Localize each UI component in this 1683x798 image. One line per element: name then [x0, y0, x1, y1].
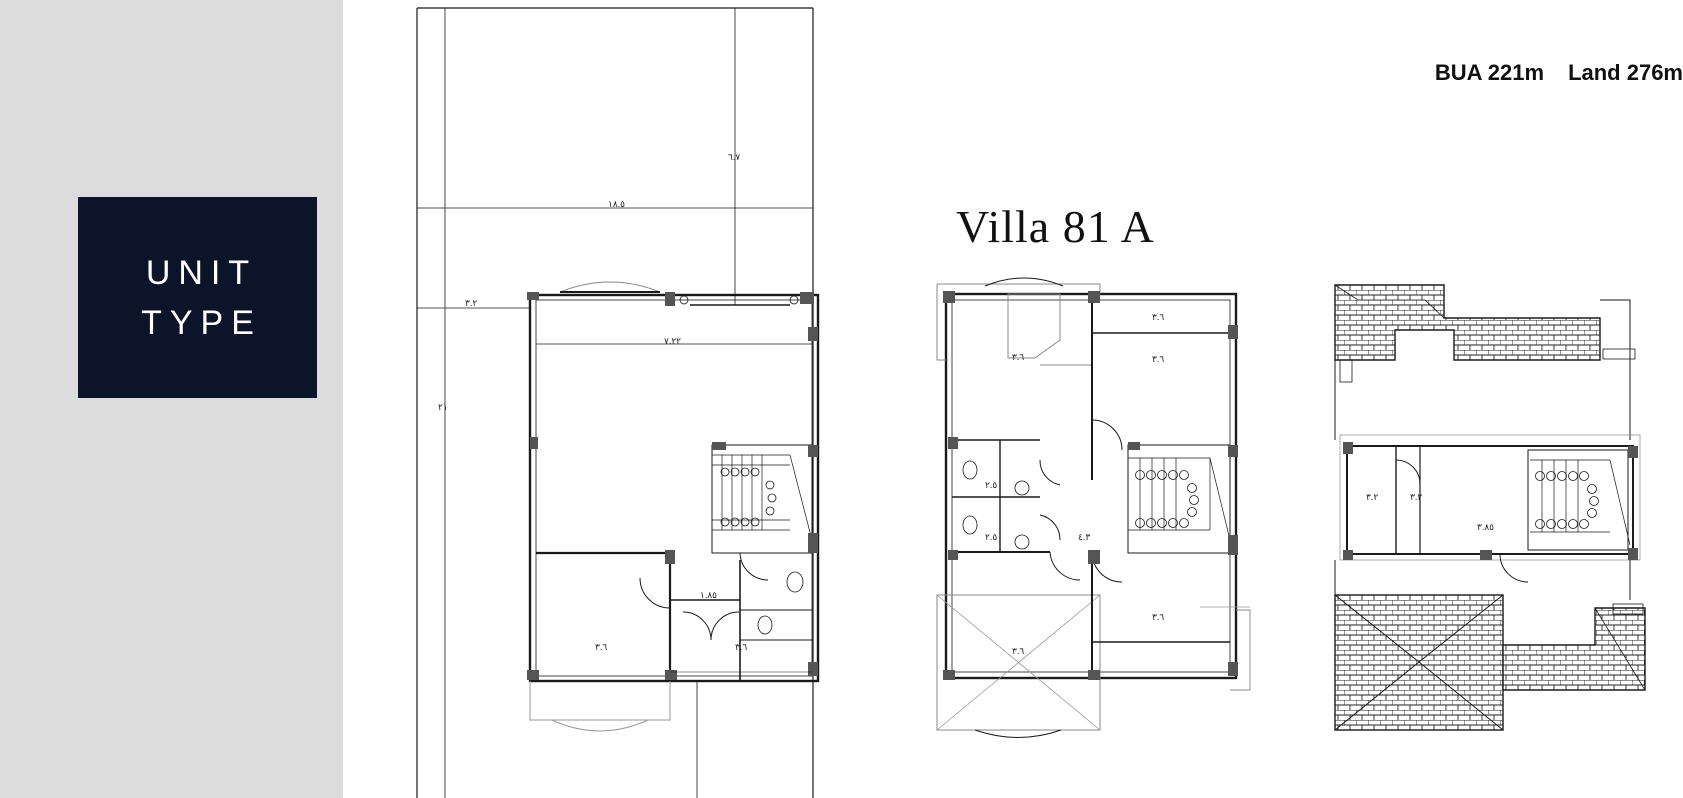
svg-text:٣.٦: ٣.٦ — [1152, 612, 1164, 622]
svg-text:٢.٥: ٢.٥ — [985, 532, 997, 542]
svg-text:٣.٦: ٣.٦ — [1012, 646, 1024, 656]
area-info: BUA 221m Land 276m — [1435, 60, 1683, 86]
svg-text:١.٨٥: ١.٨٥ — [700, 590, 717, 600]
svg-text:٧.٢٢: ٧.٢٢ — [664, 336, 681, 346]
roof-plan: ٣.٨٥ ٣.٢ ٣.٢ — [1334, 284, 1646, 731]
unit-type-box: UNIT TYPE — [78, 197, 317, 398]
land-label: Land 276m — [1568, 60, 1683, 85]
svg-text:٣.٢: ٣.٢ — [465, 298, 477, 308]
svg-text:٣.٦: ٣.٦ — [1012, 352, 1024, 362]
first-floor-plan: ٣.٦ ٣.٦ ٣.٦ ٢.٥ ٢.٥ ٤.٣ ٣.٦ ٣.٦ — [936, 277, 1251, 739]
svg-text:١٨.٥: ١٨.٥ — [608, 199, 625, 209]
floor-plans-drawing: ١٨.٥ ٦.٧ ٣.٢ ٢١ ٧.٢٢ ٣.٦ ٣.٦ ١.٨٥ — [416, 7, 1646, 798]
svg-text:٣.٦: ٣.٦ — [595, 642, 607, 652]
svg-text:٢.٥: ٢.٥ — [985, 480, 997, 490]
ground-floor-plan: ١٨.٥ ٦.٧ ٣.٢ ٢١ ٧.٢٢ ٣.٦ ٣.٦ ١.٨٥ — [416, 7, 820, 798]
svg-text:٣.٢: ٣.٢ — [1410, 492, 1422, 502]
unit-type-line2: TYPE — [141, 303, 262, 342]
svg-text:٢١: ٢١ — [438, 402, 448, 412]
svg-text:٣.٦: ٣.٦ — [735, 642, 747, 652]
villa-title: Villa 81 A — [956, 201, 1155, 252]
svg-text:٣.٦: ٣.٦ — [1152, 312, 1164, 322]
svg-text:٣.٦: ٣.٦ — [1152, 354, 1164, 364]
unit-type-line1: UNIT — [145, 253, 258, 292]
sidebar-panel: UNIT TYPE — [0, 0, 343, 798]
bua-label: BUA 221m — [1434, 60, 1545, 85]
svg-text:٣.٨٥: ٣.٨٥ — [1477, 522, 1494, 532]
svg-text:٣.٢: ٣.٢ — [1366, 492, 1378, 502]
svg-text:٤.٣: ٤.٣ — [1078, 532, 1090, 542]
svg-text:٦.٧: ٦.٧ — [728, 152, 740, 162]
